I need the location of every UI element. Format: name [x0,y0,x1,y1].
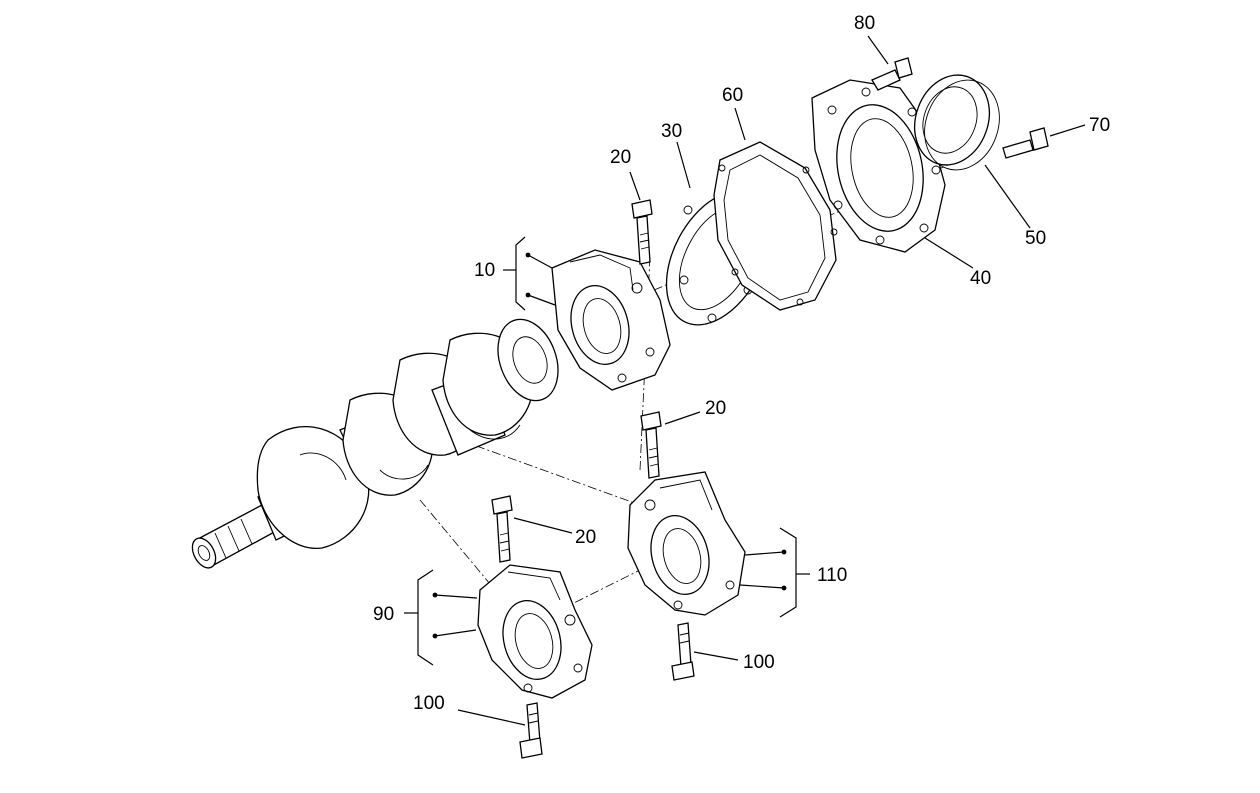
callout-20-upper: 20 [610,147,631,168]
bearing-bracket-10 [551,249,671,391]
callout-70: 70 [1089,115,1110,136]
callout-30: 30 [661,121,682,142]
gasket-60 [713,141,838,311]
callout-10: 10 [474,260,495,281]
callout-90: 90 [373,604,394,625]
callout-20-middle: 20 [705,398,726,419]
bolt-100-left [519,702,543,759]
bolt-70 [1002,127,1049,159]
callout-100-left: 100 [413,693,445,714]
crankshaft [191,318,559,569]
callout-leaders [404,35,1086,726]
callout-60: 60 [722,85,743,106]
bolt-20-middle [640,411,662,479]
bolt-20-upper [631,199,653,265]
callout-labels: 10 20 30 60 80 70 50 40 20 20 110 100 90… [373,13,1110,714]
bolt-100-right [671,622,695,681]
bolt-20-lower [491,495,513,563]
callout-110: 110 [817,565,847,586]
callout-50: 50 [1025,228,1046,249]
callout-40: 40 [970,268,991,289]
callout-20-lower: 20 [575,527,596,548]
callout-100-right: 100 [743,652,775,673]
bearing-bracket-110 [627,471,746,616]
bolt-80 [871,57,913,91]
bearing-bracket-90 [477,564,593,699]
seal-ring-50 [914,74,1000,171]
callout-80: 80 [854,13,875,34]
